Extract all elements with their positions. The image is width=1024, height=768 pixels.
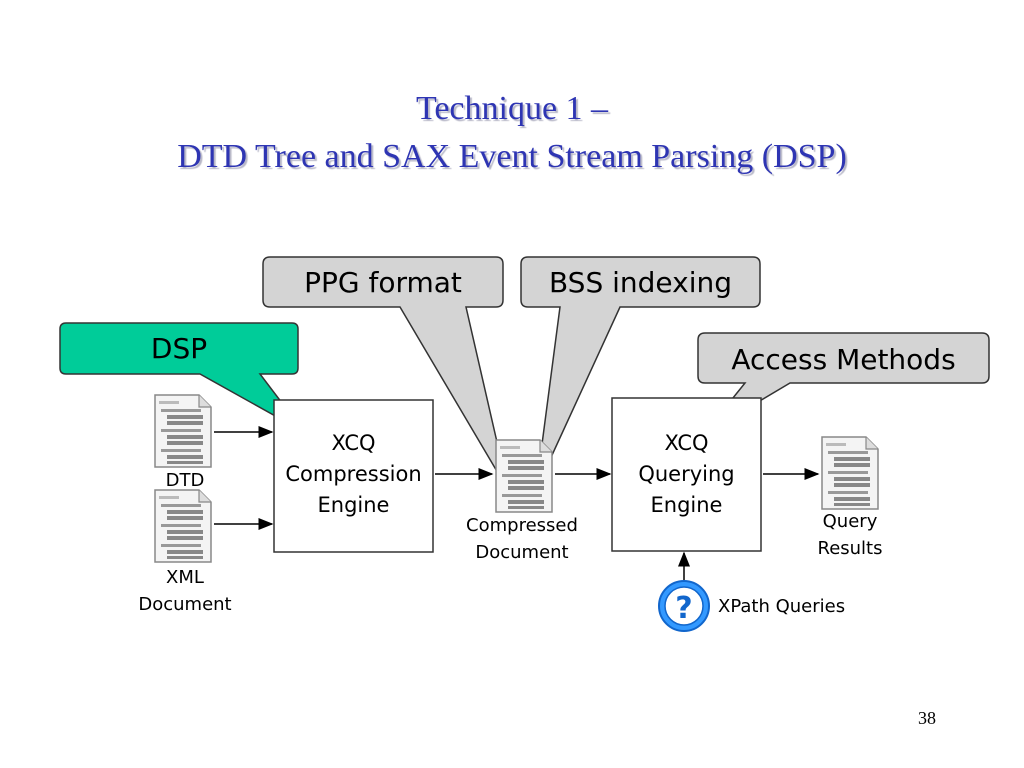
access-methods-label: Access Methods <box>731 343 956 376</box>
compressed-document-icon <box>495 439 553 513</box>
xml-document-label: XML Document <box>138 567 232 615</box>
querying-engine-label: XCQ Querying Engine <box>638 431 735 517</box>
dtd-document-icon <box>154 394 212 468</box>
compressed-document-label: Compressed Document <box>466 515 578 563</box>
dtd-label: DTD <box>165 470 205 491</box>
query-results-label: Query Results <box>817 511 883 559</box>
compression-engine-box <box>273 399 434 553</box>
query-results-document-icon <box>821 436 879 510</box>
querying-engine-box <box>611 397 762 552</box>
page-number: 38 <box>918 708 936 728</box>
dsp-label: DSP <box>150 332 208 365</box>
question-mark-icon: ? <box>658 580 710 632</box>
bss-indexing-label: BSS indexing <box>548 266 733 299</box>
svg-text:?: ? <box>675 591 692 626</box>
bss-callout <box>520 256 761 491</box>
ppg-format-label: PPG format <box>304 266 462 299</box>
slide-title-line2: DTD Tree and SAX Event Stream Parsing (D… <box>177 138 847 175</box>
slide-title-line1: Technique 1 – <box>415 90 609 127</box>
xml-document-icon <box>154 489 212 563</box>
xpath-queries-label: XPath Queries <box>718 596 846 617</box>
compression-engine-label: XCQ Compression Engine <box>285 431 422 517</box>
ppg-callout <box>262 256 509 491</box>
